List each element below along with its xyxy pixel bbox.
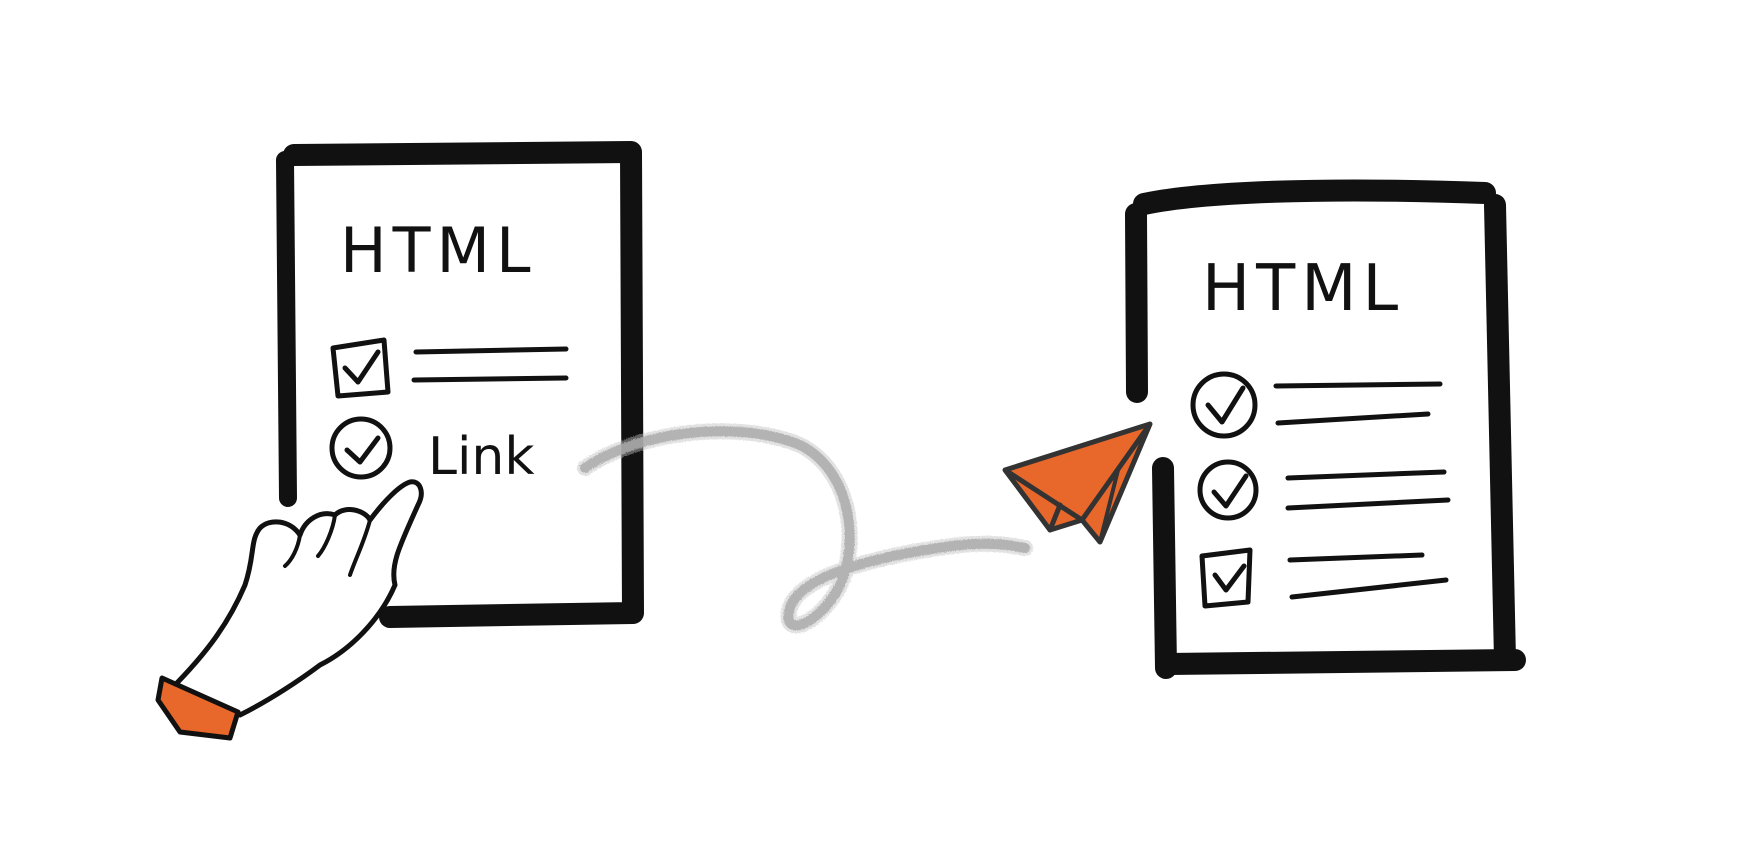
right-document-frame <box>1133 179 1496 215</box>
text-line <box>1289 577 1449 600</box>
circle-check-icon <box>1197 459 1259 521</box>
text-line <box>1275 411 1431 426</box>
left-document-frame-left-edge <box>276 151 297 507</box>
right-document: HTML <box>1125 179 1526 679</box>
right-document-title: HTML <box>1202 252 1404 326</box>
right-document-frame-left-upper <box>1125 203 1148 403</box>
checkbox-checked-icon <box>1199 547 1253 609</box>
pointing-hand-icon <box>155 479 424 741</box>
right-document-frame-left-lower <box>1152 457 1177 679</box>
circle-check-icon <box>1190 371 1258 439</box>
left-document-frame <box>283 141 644 628</box>
link-label[interactable]: Link <box>428 427 535 487</box>
text-line <box>1287 552 1425 563</box>
pencil-curve-arrow-icon <box>577 423 1033 634</box>
text-line <box>1285 469 1447 481</box>
text-line <box>413 346 569 355</box>
right-document-frame-right-edge <box>1484 194 1516 671</box>
text-line <box>411 375 569 383</box>
text-line <box>1285 497 1451 511</box>
right-document-frame-bottom-edge <box>1157 649 1526 675</box>
left-document: HTML Link <box>276 141 644 628</box>
left-document-title: HTML <box>340 214 537 287</box>
sleeve-cuff <box>155 675 241 741</box>
text-line <box>1273 381 1443 389</box>
circle-check-icon <box>329 416 393 480</box>
paper-plane-icon <box>1002 421 1153 545</box>
checkbox-checked-icon <box>330 337 391 399</box>
